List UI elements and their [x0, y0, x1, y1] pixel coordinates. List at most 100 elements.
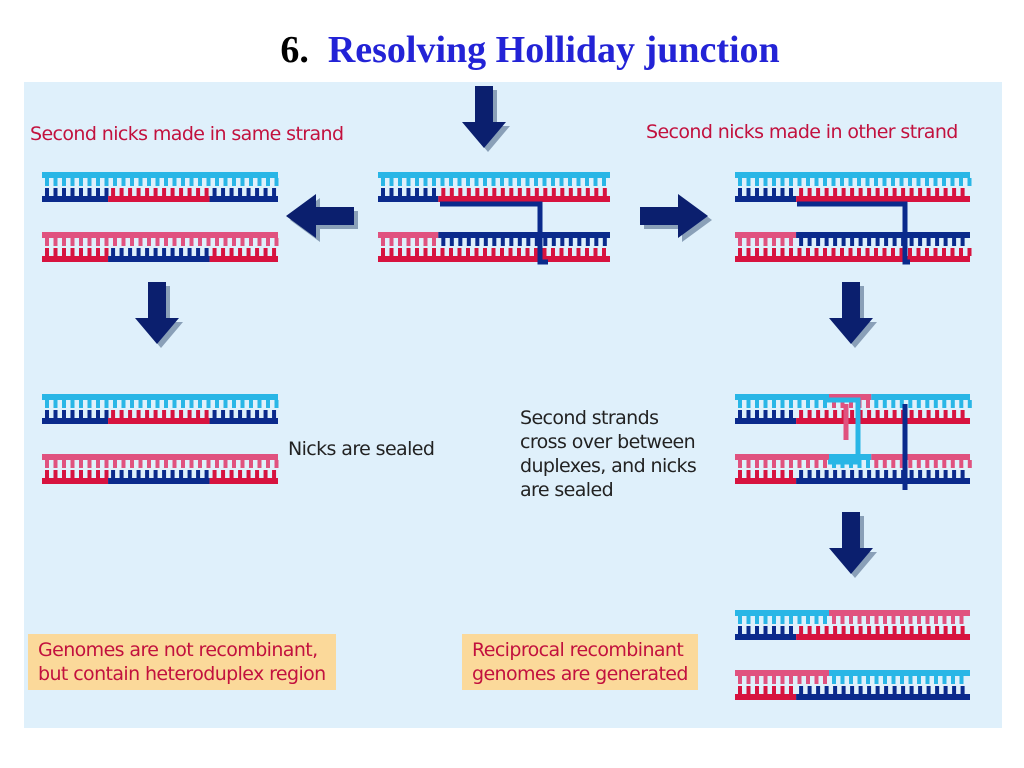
base-rung	[406, 248, 411, 256]
base-rung	[223, 238, 228, 246]
base-rung	[892, 410, 897, 418]
base-rung	[951, 676, 955, 684]
base-rung	[198, 460, 202, 468]
base-rung	[53, 178, 58, 186]
base-rung	[807, 238, 812, 246]
base-rung	[155, 400, 160, 408]
base-rung	[525, 248, 530, 256]
base-rung	[909, 238, 914, 246]
base-rung	[875, 410, 880, 418]
base-rung	[755, 460, 759, 468]
strand-segment	[42, 256, 109, 262]
base-rung	[255, 248, 260, 256]
base-rung	[398, 248, 402, 256]
strand-segment	[829, 670, 970, 676]
base-rung	[257, 238, 262, 246]
left-arrow	[286, 194, 354, 238]
dna-duplex	[735, 172, 972, 202]
base-rung	[255, 188, 260, 196]
base-rung	[797, 616, 802, 624]
base-rung	[246, 470, 251, 478]
base-rung	[576, 248, 581, 256]
base-rung	[942, 248, 946, 256]
strand-segment	[871, 454, 970, 460]
base-rung	[162, 248, 167, 256]
base-rung	[423, 188, 428, 196]
base-rung	[500, 178, 504, 186]
base-rung	[274, 400, 279, 408]
base-rung	[789, 616, 793, 624]
base-rung	[113, 238, 117, 246]
base-rung	[389, 178, 394, 186]
base-rung	[136, 410, 141, 418]
strand-segment	[735, 256, 970, 262]
base-rung	[738, 248, 742, 256]
base-rung	[130, 178, 134, 186]
base-rung	[858, 470, 863, 478]
base-rung	[119, 410, 124, 418]
base-rung	[780, 238, 785, 246]
base-rung	[780, 410, 785, 418]
base-rung	[900, 616, 904, 624]
base-rung	[111, 470, 116, 478]
base-rung	[170, 248, 175, 256]
base-rung	[45, 188, 49, 196]
base-rung	[763, 410, 768, 418]
base-rung	[772, 460, 776, 468]
base-rung	[848, 248, 853, 256]
base-rung	[189, 238, 194, 246]
base-rung	[138, 460, 143, 468]
strand-segment	[209, 196, 278, 202]
base-rung	[933, 248, 938, 256]
dna-duplex	[735, 454, 972, 484]
base-rung	[950, 178, 955, 186]
strand-segment	[735, 478, 797, 484]
base-rung	[780, 188, 785, 196]
base-rung	[70, 238, 75, 246]
base-rung	[215, 400, 219, 408]
base-rung	[884, 686, 889, 694]
base-rung	[415, 248, 419, 256]
base-rung	[153, 410, 158, 418]
base-rung	[96, 248, 100, 256]
base-rung	[746, 470, 751, 478]
base-rung	[198, 238, 202, 246]
base-rung	[104, 410, 109, 418]
base-rung	[738, 400, 742, 408]
strand-segment	[42, 196, 109, 202]
base-rung	[926, 686, 931, 694]
base-rung	[884, 470, 889, 478]
base-rung	[121, 460, 126, 468]
base-rung	[551, 188, 556, 196]
base-rung	[858, 626, 863, 634]
base-rung	[755, 248, 759, 256]
base-rung	[381, 188, 385, 196]
base-rung	[942, 676, 947, 684]
base-rung	[249, 400, 253, 408]
base-rung	[70, 188, 75, 196]
base-rung	[79, 410, 83, 418]
base-rung	[441, 238, 446, 246]
strand-segment	[209, 256, 278, 262]
base-rung	[229, 470, 234, 478]
base-rung	[240, 178, 245, 186]
crossover-line: are sealed	[520, 479, 614, 501]
base-rung	[266, 460, 270, 468]
base-rung	[389, 248, 394, 256]
base-rung	[959, 460, 964, 468]
base-rung	[874, 460, 879, 468]
base-rung	[882, 400, 887, 408]
base-rung	[274, 178, 279, 186]
base-rung	[814, 616, 819, 624]
base-rung	[172, 400, 177, 408]
base-rung	[908, 676, 913, 684]
strand-segment	[378, 172, 610, 178]
base-rung	[238, 470, 243, 478]
base-rung	[204, 470, 209, 478]
base-rung	[257, 460, 262, 468]
base-rung	[534, 178, 538, 186]
strand-segment	[735, 610, 829, 616]
strand-segment	[108, 478, 210, 484]
base-rung	[926, 188, 931, 196]
base-rung	[187, 470, 192, 478]
